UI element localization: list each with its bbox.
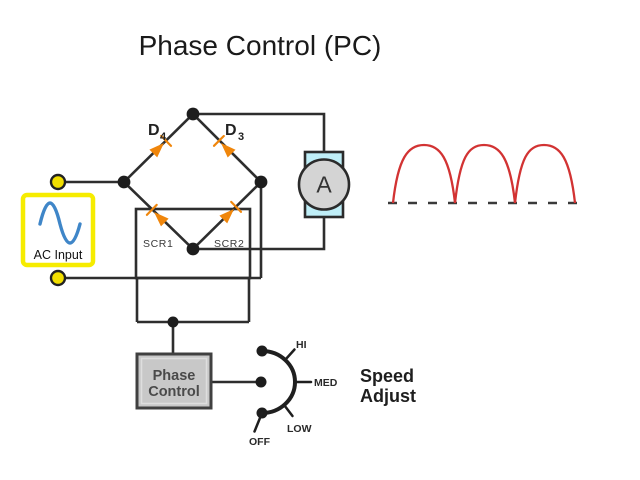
speed-adjust-label-line2: Adjust — [360, 386, 416, 406]
ac-terminal-bottom — [49, 269, 67, 287]
ac-terminal-top — [49, 173, 67, 191]
scr1-bar — [145, 203, 158, 216]
rotary-label-off: OFF — [249, 436, 271, 448]
rotary-label-low: LOW — [287, 423, 312, 435]
diode-d4-subscript: 4 — [160, 131, 167, 143]
scr2-bar — [230, 200, 243, 213]
diode-d4-arrow — [149, 143, 164, 158]
junction-dot-right — [254, 175, 268, 189]
phase-control-label-line1: Phase — [153, 368, 196, 384]
rotary-tick-low — [283, 404, 294, 418]
diode-d4-label: D — [148, 122, 160, 139]
rotary-tick-hi — [284, 348, 296, 361]
rotary-label-hi: HI — [296, 339, 307, 351]
diode-d3-bar — [212, 134, 225, 147]
phase-control-box — [135, 352, 213, 410]
scr1-arrow — [154, 212, 169, 227]
scr2-label: SCR2 — [214, 238, 244, 250]
scr2-arrow — [219, 209, 234, 224]
scr-box — [134, 207, 252, 280]
ac-input-box — [20, 192, 96, 268]
rotary-tick-off — [253, 411, 264, 433]
ammeter-dial — [297, 158, 351, 211]
rotary-label-med: MED — [314, 377, 338, 389]
rotary-top-dot — [256, 345, 268, 357]
wire-bridge-to-ammeter — [193, 112, 326, 152]
scr1-label: SCR1 — [143, 238, 173, 250]
phase-control-label-line2: Control — [148, 384, 200, 400]
diode-d3-arrow — [221, 143, 236, 158]
rotary-switch-arc — [260, 349, 297, 415]
junction-dot-bottom — [186, 242, 200, 256]
waveform-plot — [391, 143, 577, 204]
ammeter-label: A — [316, 172, 332, 198]
ac-input-label: AC Input — [34, 248, 83, 262]
junction-dot-rail — [167, 316, 179, 328]
diode-d4-bar — [160, 134, 173, 147]
page-title: Phase Control (PC) — [139, 30, 382, 61]
phase-control-box-inner — [140, 357, 208, 405]
rotary-wiper-dot — [255, 376, 267, 388]
junction-dot-top — [186, 107, 200, 121]
wire-ammeter-return — [193, 217, 326, 251]
diode-d3-subscript: 3 — [238, 131, 244, 143]
speed-adjust-label-line1: Speed — [360, 366, 414, 386]
diode-d3-label: D — [225, 122, 237, 139]
ac-sine-icon — [38, 201, 82, 245]
junction-dot-left — [117, 175, 131, 189]
